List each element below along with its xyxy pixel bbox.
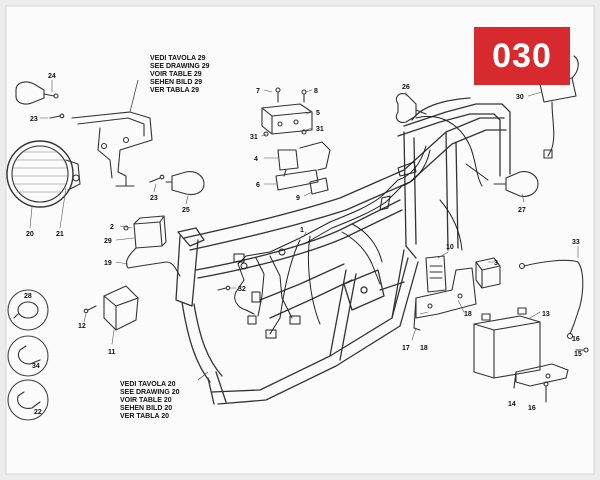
ref-29-line-3: VOIR TABLE 29 — [150, 71, 202, 78]
callout-33: 33 — [572, 239, 580, 246]
callout-8: 8 — [314, 88, 318, 95]
callout-18-lower: 18 — [420, 345, 428, 352]
callout-6: 6 — [256, 182, 260, 189]
callout-18-right: 18 — [464, 311, 472, 318]
ref-20-line-2: SEE DRAWING 20 — [120, 389, 180, 396]
rear-right-indicator — [493, 171, 539, 197]
callout-10: 10 — [446, 244, 454, 251]
callout-23-lower: 23 — [150, 195, 158, 202]
headlight — [6, 140, 81, 208]
starter-relay — [475, 257, 501, 289]
ref-20-line-4: SEHEN BILD 20 — [120, 405, 172, 412]
section-number-badge: 030 — [474, 27, 570, 85]
ref-20-line-3: VOIR TABLE 20 — [120, 397, 172, 404]
callout-3: 3 — [494, 260, 498, 267]
ref-29-line-4: SEHEN BILD 29 — [150, 79, 202, 86]
bolt-15-16 — [543, 347, 589, 403]
ref-29-line-2: SEE DRAWING 29 — [150, 63, 210, 70]
battery — [473, 307, 541, 379]
callout-17: 17 — [402, 345, 410, 352]
callout-29: 29 — [104, 238, 112, 245]
callout-11: 11 — [108, 349, 116, 356]
callout-20: 20 — [26, 231, 34, 238]
ref-20-line-5: VER TABLA 20 — [120, 413, 169, 420]
wiring-harness — [233, 116, 489, 339]
callout-1: 1 — [300, 227, 304, 234]
callout-16-right: 16 — [572, 336, 580, 343]
callout-25: 25 — [182, 207, 190, 214]
clamp-detail-22 — [7, 379, 49, 421]
relay-bracket — [275, 141, 331, 195]
callout-5: 5 — [316, 110, 320, 117]
ref-29-line-5: VER TABLA 29 — [150, 87, 199, 94]
front-right-indicator — [165, 171, 205, 196]
callout-30: 30 — [516, 94, 524, 101]
reference-block-drawing-20: VEDI TAVOLA 20 SEE DRAWING 20 VOIR TABLE… — [120, 381, 180, 420]
callout-31-left: 31 — [250, 134, 258, 141]
battery-cable-33 — [518, 259, 584, 340]
clamp-detail-34 — [7, 335, 49, 377]
ignition-coil — [123, 215, 181, 277]
callout-21: 21 — [56, 231, 64, 238]
callout-19: 19 — [104, 260, 112, 267]
relay-bracket-18 — [413, 267, 477, 331]
fuse-holder — [425, 255, 447, 293]
callout-32: 32 — [238, 286, 246, 293]
callout-4: 4 — [254, 156, 258, 163]
callout-34: 34 — [32, 363, 40, 370]
control-unit — [103, 285, 139, 331]
callout-numbers: 24 23 20 21 23 25 7 8 5 31 31 4 6 9 26 2… — [24, 73, 582, 416]
callout-24: 24 — [48, 73, 56, 80]
regulator-unit — [261, 87, 313, 137]
callout-31-right: 31 — [316, 126, 324, 133]
callout-13: 13 — [542, 311, 550, 318]
screw-23-upper — [49, 113, 65, 119]
callout-27: 27 — [518, 207, 526, 214]
callout-9: 9 — [296, 195, 300, 202]
headlight-bracket — [71, 111, 153, 187]
screw-23-lower — [149, 174, 165, 183]
callout-14: 14 — [508, 401, 516, 408]
leader-lines — [29, 79, 579, 345]
reference-block-drawing-29: VEDI TAVOLA 29 SEE DRAWING 29 VOIR TABLE… — [150, 55, 210, 94]
callout-7: 7 — [256, 88, 260, 95]
callout-2: 2 — [110, 224, 114, 231]
battery-tray — [513, 363, 569, 389]
callout-22: 22 — [34, 409, 42, 416]
tail-light-unit — [539, 55, 579, 159]
main-frame — [175, 97, 511, 405]
ref-20-line-1: VEDI TAVOLA 20 — [120, 381, 176, 388]
callout-28: 28 — [24, 293, 32, 300]
callout-23-upper: 23 — [30, 116, 38, 123]
ref-29-line-1: VEDI TAVOLA 29 — [150, 55, 206, 62]
callout-16-lower: 16 — [528, 405, 536, 412]
front-left-indicator — [15, 81, 59, 105]
screw-12 — [83, 305, 97, 314]
callout-15-right: 15 — [574, 351, 582, 358]
callout-26: 26 — [402, 84, 410, 91]
clamp-detail-28 — [7, 289, 49, 331]
callout-12: 12 — [78, 323, 86, 330]
